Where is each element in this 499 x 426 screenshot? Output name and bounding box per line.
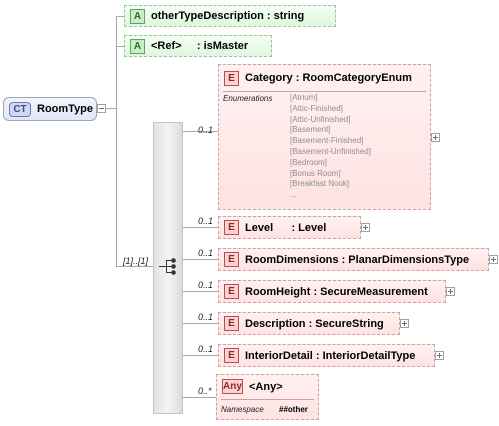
plus-expand-icon[interactable] bbox=[489, 255, 498, 264]
element-badge: E bbox=[224, 284, 239, 299]
enumeration-item: [Bonus Room] bbox=[290, 168, 341, 178]
element-node-category[interactable]: E Category : RoomCategoryEnum Enumeratio… bbox=[218, 64, 431, 210]
any-badge: Any bbox=[222, 379, 243, 394]
enumeration-item: [Bedroom] bbox=[290, 157, 327, 167]
enumeration-item: [Attic-Unfinished] bbox=[290, 114, 351, 124]
element-badge: E bbox=[224, 70, 239, 86]
element-cardinality: 0..1 bbox=[198, 216, 214, 226]
element-cardinality: 0..1 bbox=[198, 248, 214, 258]
sequence-compositor-icon bbox=[159, 258, 176, 275]
element-label: Category : RoomCategoryEnum bbox=[245, 72, 412, 84]
attribute-label: <Ref> : isMaster bbox=[151, 40, 249, 52]
element-label: InteriorDetail : InteriorDetailType bbox=[245, 349, 416, 362]
any-cardinality: 0..* bbox=[198, 386, 212, 396]
any-label: <Any> bbox=[249, 380, 283, 393]
element-node-room-height[interactable]: E RoomHeight : SecureMeasurement bbox=[218, 280, 446, 303]
enumeration-item: [Basement] bbox=[290, 125, 331, 135]
complex-type-badge: CT bbox=[9, 101, 31, 117]
enumeration-item: ... bbox=[290, 190, 297, 200]
sequence-cardinality: [1]..[1] bbox=[123, 256, 149, 266]
plus-expand-icon[interactable] bbox=[431, 133, 440, 142]
element-node-level[interactable]: E Level : Level bbox=[218, 216, 361, 239]
element-cardinality: 0..1 bbox=[198, 344, 214, 354]
element-badge: E bbox=[224, 348, 239, 363]
plus-expand-icon[interactable] bbox=[361, 223, 370, 232]
element-badge: E bbox=[224, 252, 239, 267]
minus-toggle-icon[interactable] bbox=[97, 104, 106, 113]
plus-expand-icon[interactable] bbox=[435, 351, 444, 360]
plus-expand-icon[interactable] bbox=[446, 287, 455, 296]
enumeration-item: [Attic-Finished] bbox=[290, 103, 343, 113]
plus-expand-icon[interactable] bbox=[400, 319, 409, 328]
divider bbox=[223, 91, 426, 92]
enumeration-item: [Basement-Finished] bbox=[290, 136, 364, 146]
element-label: Description : SecureString bbox=[245, 317, 384, 330]
element-cardinality: 0..1 bbox=[198, 125, 214, 135]
element-node-room-dimensions[interactable]: E RoomDimensions : PlanarDimensionsType bbox=[218, 248, 489, 271]
element-label: RoomDimensions : PlanarDimensionsType bbox=[245, 253, 470, 266]
namespace-value: ##other bbox=[279, 405, 308, 414]
attribute-node[interactable]: A otherTypeDescription : string bbox=[124, 5, 336, 27]
namespace-heading: Namespace bbox=[221, 405, 264, 414]
attribute-badge: A bbox=[130, 8, 145, 24]
attribute-label: otherTypeDescription : string bbox=[151, 10, 305, 22]
enumeration-list: [Atrium] [Attic-Finished] [Attic-Unfinis… bbox=[290, 93, 371, 201]
enumeration-item: [Breakfast Nook] bbox=[290, 179, 350, 189]
element-node-interior-detail[interactable]: E InteriorDetail : InteriorDetailType bbox=[218, 344, 435, 367]
enumeration-item: [Atrium] bbox=[290, 93, 318, 102]
complex-type-node[interactable]: CT RoomType bbox=[3, 97, 97, 121]
attribute-badge: A bbox=[130, 38, 145, 54]
enumerations-heading: Enumerations bbox=[223, 94, 273, 103]
element-cardinality: 0..1 bbox=[198, 312, 214, 322]
attribute-node[interactable]: A <Ref> : isMaster bbox=[124, 35, 272, 57]
element-node-description[interactable]: E Description : SecureString bbox=[218, 312, 400, 335]
element-badge: E bbox=[224, 220, 239, 235]
element-cardinality: 0..1 bbox=[198, 280, 214, 290]
complex-type-name: RoomType bbox=[37, 103, 94, 115]
divider bbox=[221, 399, 314, 400]
element-label: RoomHeight : SecureMeasurement bbox=[245, 285, 428, 298]
enumeration-item: [Basement-Unfinished] bbox=[290, 146, 371, 156]
element-badge: E bbox=[224, 316, 239, 331]
any-node[interactable]: Any <Any> Namespace ##other bbox=[216, 374, 319, 420]
sequence-compositor-bar[interactable] bbox=[153, 122, 183, 414]
element-label: Level : Level bbox=[245, 221, 327, 234]
